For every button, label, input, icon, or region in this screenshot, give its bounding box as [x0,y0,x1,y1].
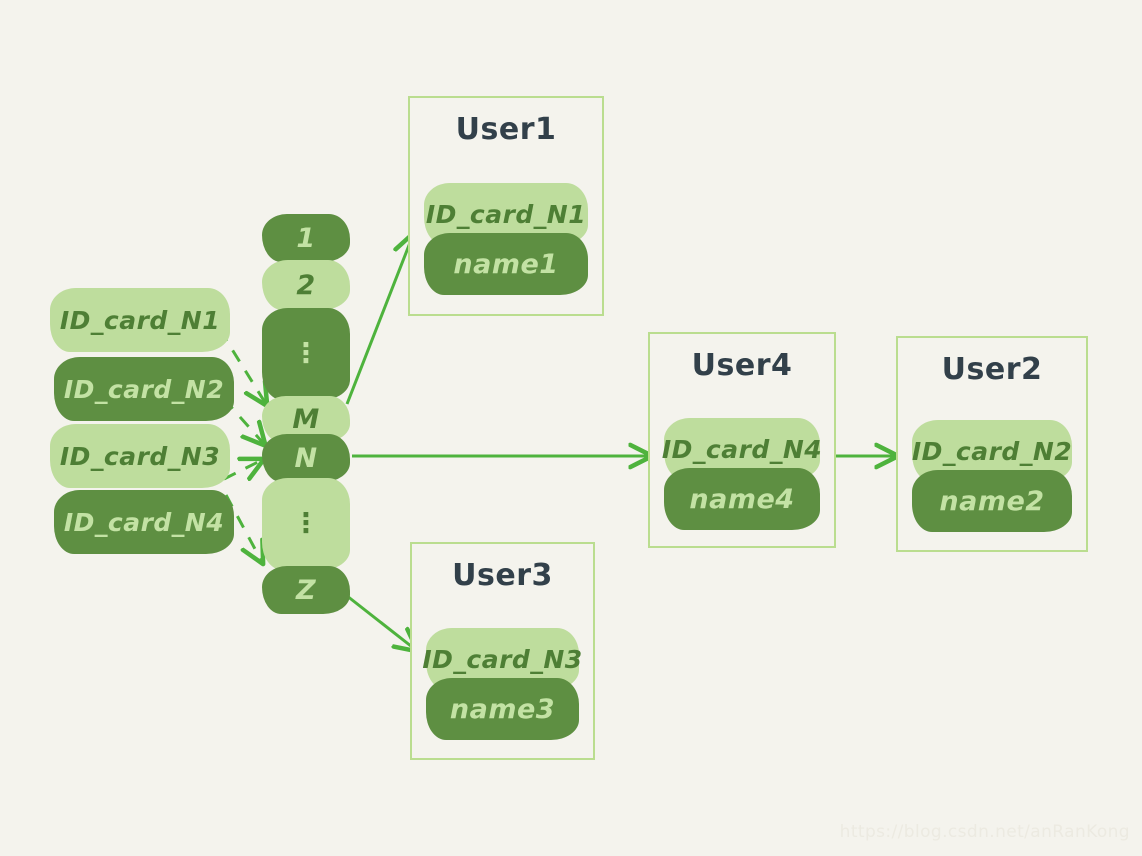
vertical-ellipsis-icon: ⋮ [292,507,320,539]
user-box-title: User3 [452,558,553,593]
user-field-name[interactable]: name4 [664,468,820,530]
bucket-label: Z [295,574,317,606]
bucket-link-z-to-user3 [341,590,416,650]
bucket-item-n[interactable]: N [262,434,350,482]
user-field-name[interactable]: name3 [426,678,579,740]
bucket-label: 2 [296,269,316,301]
user-box-user3[interactable]: User3 ID_card_N3 name3 [410,542,595,760]
user-box-title: User2 [941,352,1043,387]
bucket-item-z[interactable]: Z [262,566,350,614]
user-field-label: name1 [453,248,559,280]
user-field-name[interactable]: name1 [424,233,588,295]
bucket-item-ellipsis-upper[interactable]: ⋮ [262,308,350,400]
record-label: ID_card_N3 [59,441,221,471]
bucket-label: N [294,442,318,474]
bucket-link-m-to-user1 [345,235,413,405]
user-box-title: User4 [691,348,793,383]
user-field-label: ID_card_N1 [425,199,587,229]
user-field-label: name2 [939,485,1045,517]
user-field-label: ID_card_N3 [422,644,583,674]
user-field-name[interactable]: name2 [912,470,1072,532]
watermark: https://blog.csdn.net/anRanKong [839,822,1130,842]
record-item-id-card-n4[interactable]: ID_card_N4 [54,490,234,554]
user-box-user1[interactable]: User1 ID_card_N1 name1 [408,96,604,316]
vertical-ellipsis-icon: ⋮ [292,337,320,369]
record-label: ID_card_N2 [63,374,225,404]
user-box-title: User1 [455,112,557,147]
bucket-label: 1 [296,222,316,254]
bucket-item-2[interactable]: 2 [262,260,350,310]
record-item-id-card-n3[interactable]: ID_card_N3 [50,424,230,488]
record-item-id-card-n2[interactable]: ID_card_N2 [54,357,234,421]
bucket-item-1[interactable]: 1 [262,214,350,262]
user-field-label: name3 [449,693,556,725]
user-box-user2[interactable]: User2 ID_card_N2 name2 [896,336,1088,552]
record-label: ID_card_N1 [59,305,221,335]
bucket-label: M [292,403,320,435]
record-item-id-card-n1[interactable]: ID_card_N1 [50,288,230,352]
user-field-label: ID_card_N2 [911,436,1073,466]
record-label: ID_card_N4 [63,507,225,537]
bucket-item-ellipsis-lower[interactable]: ⋮ [262,478,350,570]
user-field-label: ID_card_N4 [661,434,823,464]
user-field-label: name4 [689,483,795,515]
user-box-user4[interactable]: User4 ID_card_N4 name4 [648,332,836,548]
